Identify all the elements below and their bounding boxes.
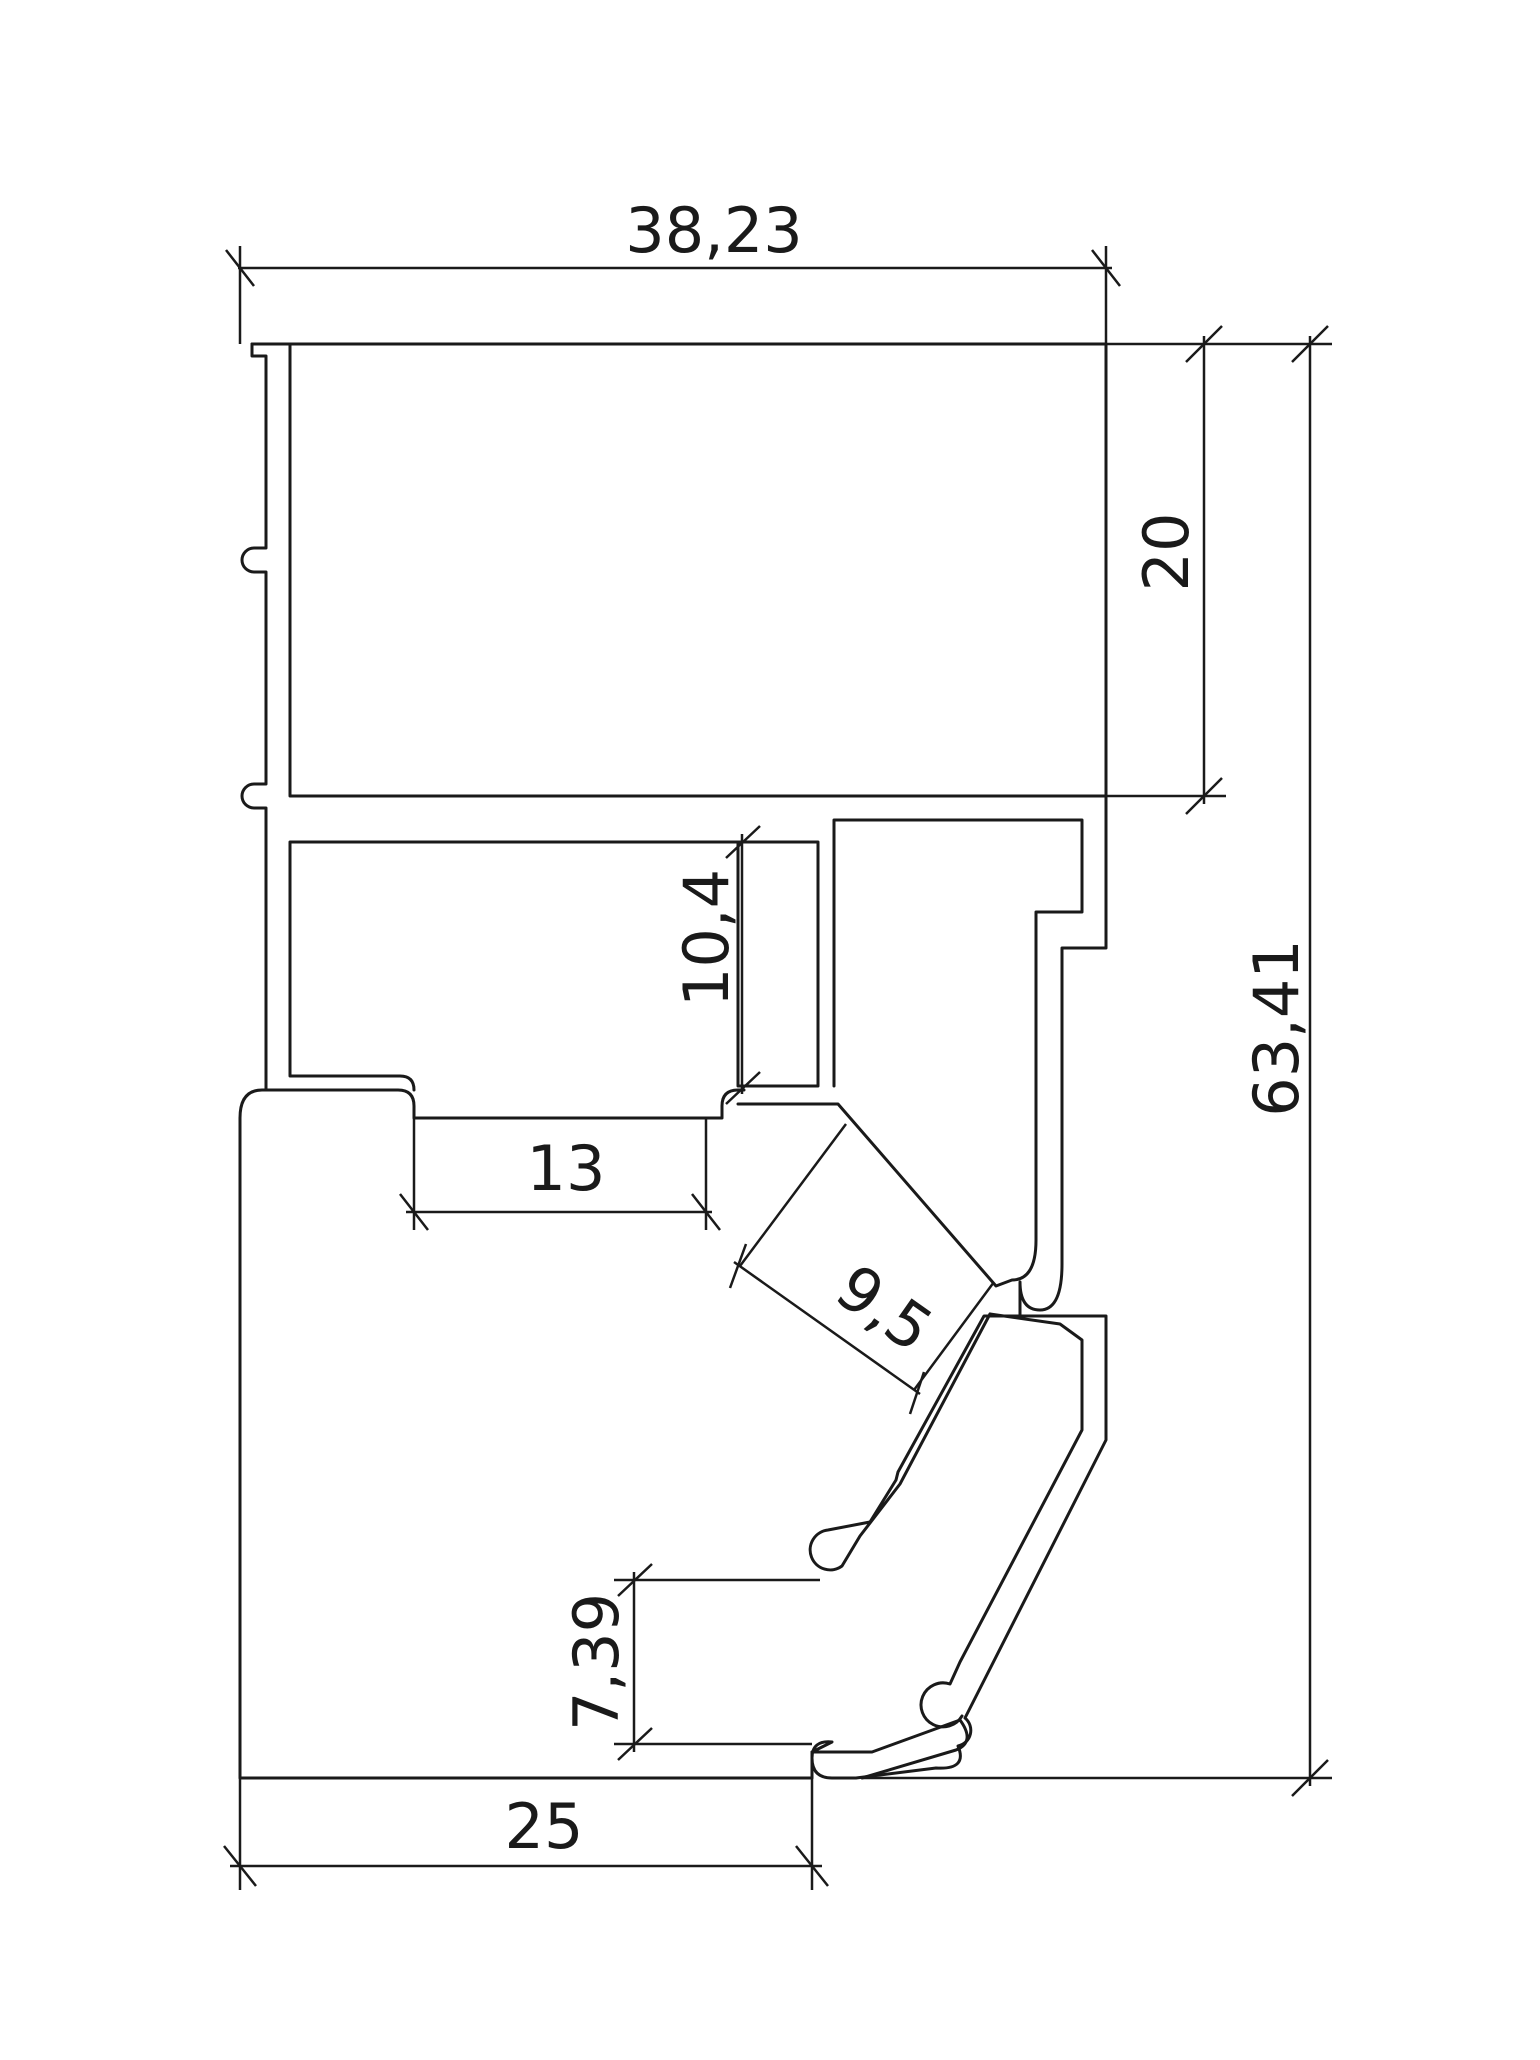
bottom-lip	[810, 1718, 969, 1780]
dim-diagonal-ext-bottom	[912, 1281, 996, 1391]
dim-overall-height-tick-bottom	[1291, 1759, 1329, 1797]
label-bottom-width: 25	[505, 1790, 584, 1863]
label-top-height: 20	[1130, 513, 1203, 592]
dim-overall-width-tick-left	[225, 249, 255, 287]
dim-inner-height-tick-bottom	[725, 1071, 761, 1105]
dim-slot-width-tick-right	[691, 1193, 721, 1231]
profile-outline	[238, 342, 1108, 1780]
diagonal-channel	[808, 1312, 1024, 1572]
label-inner-height: 10,4	[670, 869, 743, 1007]
dim-slot-width-tick-left	[399, 1193, 429, 1231]
lower-left-chamber	[288, 840, 820, 1092]
label-lip-height: 7,39	[560, 1593, 633, 1731]
dim-bottom-width-tick-right	[795, 1845, 829, 1887]
dim-inner-height-tick-top	[725, 825, 761, 859]
dim-overall-height-tick-top	[1291, 325, 1329, 363]
label-overall-width: 38,23	[625, 194, 803, 267]
dimension-lines	[223, 246, 1332, 1890]
dim-lip-height-tick-bottom	[617, 1727, 653, 1761]
dim-lip-height-tick-top	[617, 1563, 653, 1597]
profile-outer-contour	[238, 342, 1108, 1780]
profile-left-wall	[240, 342, 268, 1092]
dim-diagonal-line	[733, 1260, 921, 1396]
dim-top-height-tick-bottom	[1185, 777, 1223, 815]
dimension-labels: 38,23 20 63,41 10,4 13 9,5 7,39 25	[505, 194, 1313, 1863]
diagonal-channel-inner	[919, 1312, 1084, 1729]
central-chamber	[736, 818, 1084, 1288]
label-overall-height: 63,41	[1240, 939, 1313, 1117]
dim-diagonal-tick-top	[728, 1243, 748, 1289]
dim-overall-width-tick-right	[1091, 249, 1121, 287]
dim-bottom-width-tick-left	[223, 1845, 257, 1887]
top-chamber-inner	[288, 342, 1108, 798]
dim-diagonal-tick-bottom	[908, 1371, 926, 1415]
label-diagonal: 9,5	[823, 1250, 946, 1366]
dim-diagonal-ext-top	[738, 1123, 848, 1267]
label-slot-width: 13	[527, 1132, 606, 1205]
dim-top-height-tick-top	[1185, 325, 1223, 363]
